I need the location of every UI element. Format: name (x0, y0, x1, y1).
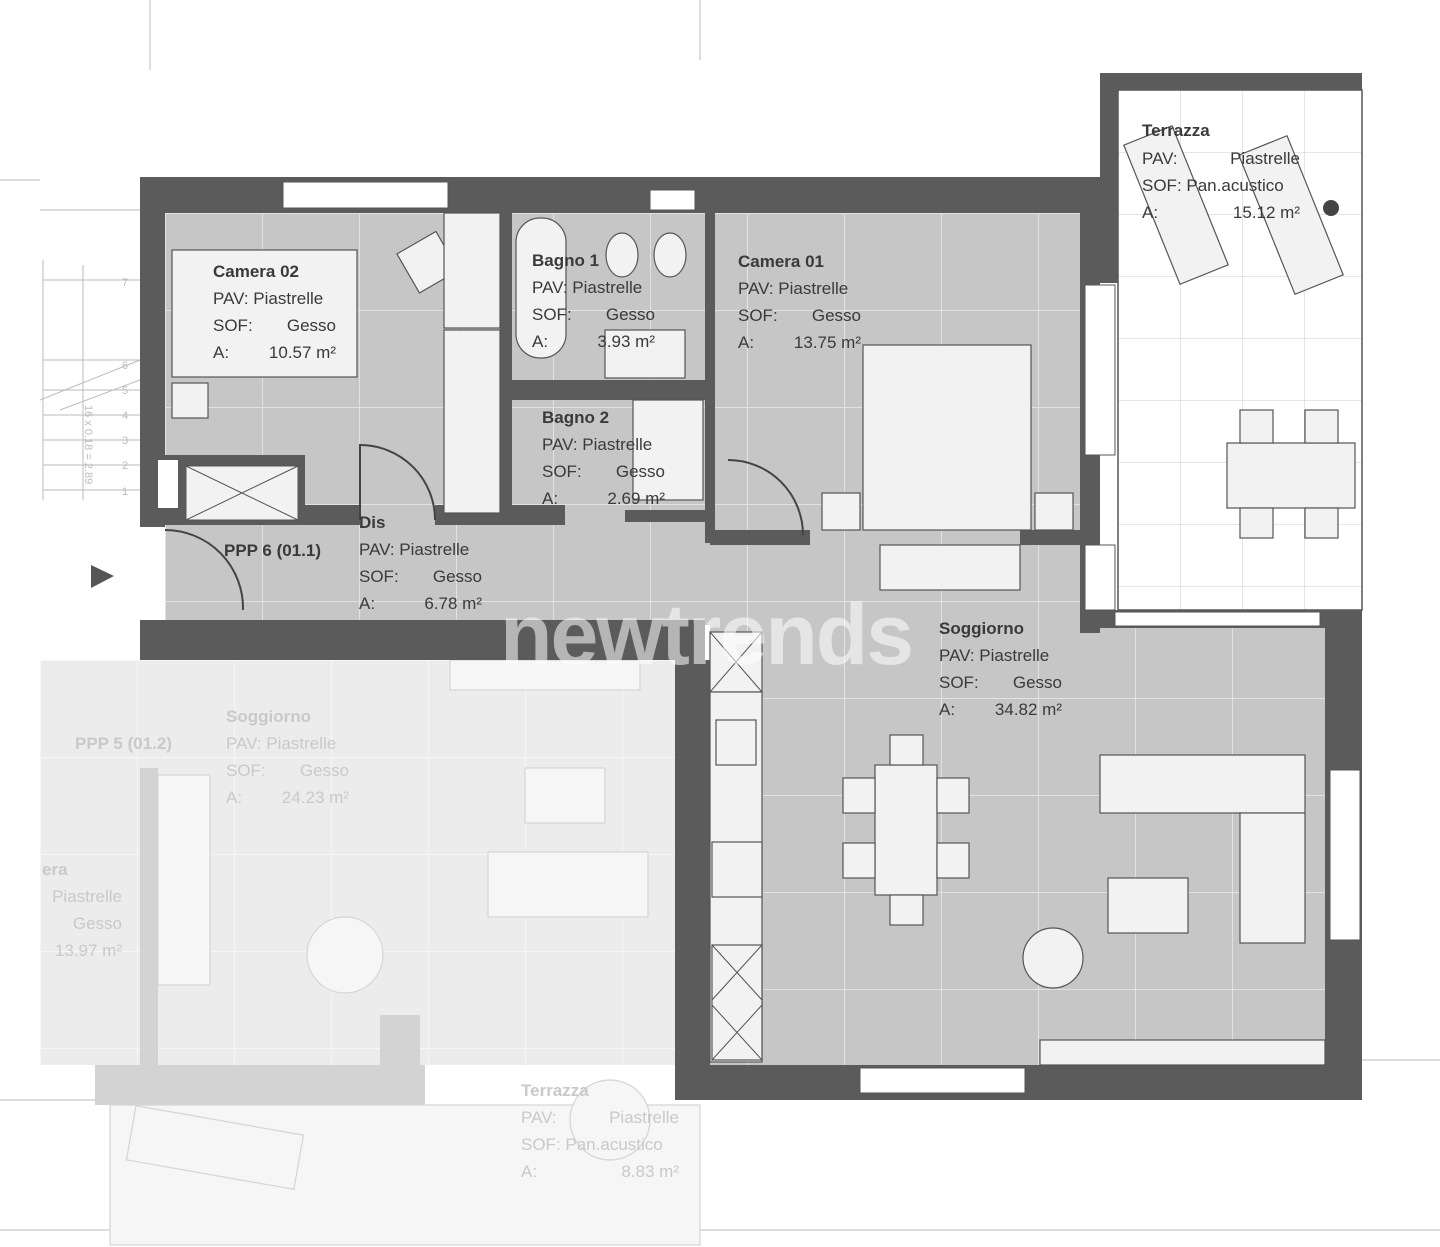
svg-text:PAV: Piastrelle: PAV: Piastrelle (359, 540, 469, 559)
svg-text:Gesso: Gesso (606, 305, 655, 324)
neighbour-camera: era Piastrelle Gesso 13.97 m² (42, 860, 122, 960)
svg-text:A:: A: (213, 343, 229, 362)
svg-text:A:: A: (542, 489, 558, 508)
svg-text:Gesso: Gesso (73, 914, 122, 933)
svg-text:SOF:: SOF: (213, 316, 253, 335)
room-camera-01: Camera 01 PAV: Piastrelle SOF: Gesso A: … (738, 252, 861, 352)
svg-text:Piastrelle: Piastrelle (52, 887, 122, 906)
svg-text:3: 3 (122, 435, 128, 447)
svg-text:4: 4 (122, 410, 128, 422)
neighbour-terrazza: Terrazza PAV: Piastrelle SOF: Pan.acusti… (521, 1081, 679, 1181)
svg-text:PAV: Piastrelle: PAV: Piastrelle (532, 278, 642, 297)
svg-text:6: 6 (122, 360, 128, 372)
unit-label: PPP 6 (01.1) (224, 541, 321, 560)
svg-text:PAV:: PAV: (1142, 149, 1178, 168)
svg-text:Terrazza: Terrazza (521, 1081, 589, 1100)
svg-text:A:: A: (359, 594, 375, 613)
svg-text:SOF:: SOF: (226, 761, 266, 780)
neighbour-unit-label: PPP 5 (01.2) (75, 734, 172, 753)
svg-text:A:: A: (738, 333, 754, 352)
svg-text:15.12 m²: 15.12 m² (1233, 203, 1300, 222)
svg-text:SOF:: SOF: (738, 306, 778, 325)
room-terrazza-top: Terrazza PAV: Piastrelle SOF: Pan.acusti… (1142, 121, 1300, 222)
svg-text:1: 1 (122, 486, 128, 498)
svg-text:2.69 m²: 2.69 m² (607, 489, 665, 508)
svg-text:era: era (42, 860, 68, 879)
svg-text:8.83 m²: 8.83 m² (621, 1162, 679, 1181)
svg-text:Soggiorno: Soggiorno (226, 707, 311, 726)
svg-text:A:: A: (532, 332, 548, 351)
furniture (171, 212, 1326, 1066)
svg-text:Gesso: Gesso (287, 316, 336, 335)
neighbour-unit (40, 659, 701, 1246)
svg-text:Piastrelle: Piastrelle (609, 1108, 679, 1127)
room-dis: Dis PAV: Piastrelle SOF: Gesso A: 6.78 m… (359, 513, 482, 613)
svg-text:SOF:: SOF: (939, 673, 979, 692)
svg-text:Soggiorno: Soggiorno (939, 619, 1024, 638)
lamp-icon (1323, 200, 1339, 216)
room-camera-02: Camera 02 PAV: Piastrelle SOF: Gesso A: … (213, 262, 336, 362)
room-soggiorno: Soggiorno PAV: Piastrelle SOF: Gesso A: … (939, 619, 1062, 719)
svg-text:7: 7 (122, 277, 128, 289)
svg-text:SOF:: SOF: (532, 305, 572, 324)
svg-text:Camera 01: Camera 01 (738, 252, 824, 271)
svg-text:Gesso: Gesso (300, 761, 349, 780)
svg-text:A:: A: (939, 700, 955, 719)
svg-text:Bagno 1: Bagno 1 (532, 251, 599, 270)
svg-text:10.57 m²: 10.57 m² (269, 343, 336, 362)
svg-text:PAV: Piastrelle: PAV: Piastrelle (542, 435, 652, 454)
svg-text:A:: A: (1142, 203, 1158, 222)
svg-text:6.78 m²: 6.78 m² (424, 594, 482, 613)
svg-text:5: 5 (122, 385, 128, 397)
svg-text:Gesso: Gesso (616, 462, 665, 481)
svg-text:SOF: Pan.acustico: SOF: Pan.acustico (1142, 176, 1284, 195)
room-bagno-1: Bagno 1 PAV: Piastrelle SOF: Gesso A: 3.… (532, 251, 655, 351)
svg-text:3.93 m²: 3.93 m² (597, 332, 655, 351)
svg-text:SOF:: SOF: (359, 567, 399, 586)
svg-text:PAV: Piastrelle: PAV: Piastrelle (939, 646, 1049, 665)
neighbour-soggiorno: Soggiorno PAV: Piastrelle SOF: Gesso A: … (226, 707, 349, 807)
stair: 1 2 3 4 5 6 7 16 x 0.18 = 2.89 (82, 277, 128, 498)
svg-text:13.75 m²: 13.75 m² (794, 333, 861, 352)
svg-text:Gesso: Gesso (433, 567, 482, 586)
svg-text:PAV: Piastrelle: PAV: Piastrelle (226, 734, 336, 753)
svg-text:Gesso: Gesso (812, 306, 861, 325)
svg-text:Camera 02: Camera 02 (213, 262, 299, 281)
entrance-arrow-icon (91, 565, 114, 588)
svg-text:24.23 m²: 24.23 m² (282, 788, 349, 807)
svg-text:SOF: Pan.acustico: SOF: Pan.acustico (521, 1135, 663, 1154)
svg-text:2: 2 (122, 460, 128, 472)
svg-text:Bagno 2: Bagno 2 (542, 408, 609, 427)
svg-text:Piastrelle: Piastrelle (1230, 149, 1300, 168)
watermark-logo: newtrends (500, 587, 912, 683)
terrace-top (1100, 73, 1363, 611)
svg-text:SOF:: SOF: (542, 462, 582, 481)
svg-text:Gesso: Gesso (1013, 673, 1062, 692)
walls (140, 177, 1362, 1100)
svg-text:A:: A: (226, 788, 242, 807)
room-bagno-2: Bagno 2 PAV: Piastrelle SOF: Gesso A: 2.… (542, 408, 665, 508)
svg-text:PAV: Piastrelle: PAV: Piastrelle (738, 279, 848, 298)
svg-text:PAV:: PAV: (521, 1108, 557, 1127)
svg-text:A:: A: (521, 1162, 537, 1181)
svg-text:Terrazza: Terrazza (1142, 121, 1210, 140)
svg-text:PAV: Piastrelle: PAV: Piastrelle (213, 289, 323, 308)
svg-text:13.97 m²: 13.97 m² (55, 941, 122, 960)
svg-text:Dis: Dis (359, 513, 385, 532)
svg-text:34.82 m²: 34.82 m² (995, 700, 1062, 719)
svg-text:16 x 0.18 = 2.89: 16 x 0.18 = 2.89 (82, 405, 94, 484)
